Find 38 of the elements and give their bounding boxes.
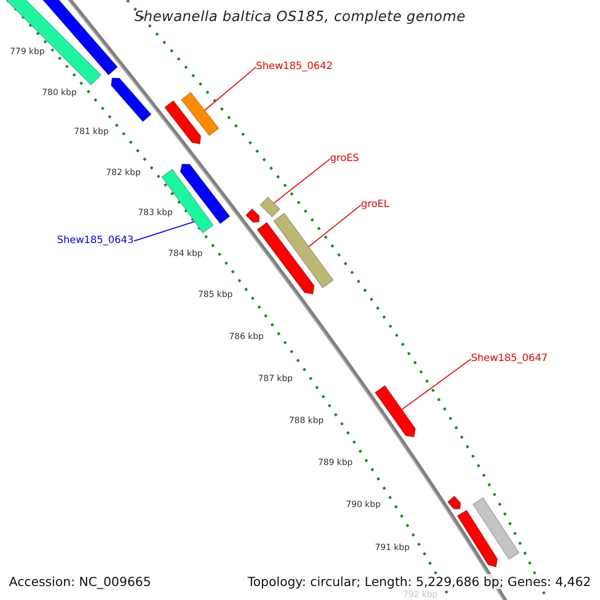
position-label: 787 kbp [258, 374, 293, 384]
gene-bar [260, 196, 280, 218]
gene-bar [110, 78, 152, 122]
map-title: Shewanella baltica OS185, complete genome [133, 9, 467, 25]
position-label: 788 kbp [289, 416, 324, 426]
position-label: 779 kbp [10, 47, 45, 57]
position-label: 781 kbp [74, 127, 109, 137]
gene-bar [180, 164, 230, 224]
gene-bar [273, 212, 334, 288]
gene-label: groES [330, 153, 360, 165]
position-label: 790 kbp [346, 500, 381, 510]
gene-bar [245, 208, 260, 223]
gene-label: Shew185_0647 [471, 353, 548, 365]
position-label: 791 kbp [375, 543, 410, 553]
position-label: 784 kbp [168, 249, 203, 259]
position-label: 789 kbp [318, 458, 353, 468]
gene-bar [256, 222, 315, 294]
gene-bar [472, 497, 520, 560]
position-label: 780 kbp [42, 88, 77, 98]
position-label: 786 kbp [229, 332, 264, 342]
gene-bar [374, 384, 416, 438]
position-label: 785 kbp [198, 290, 233, 300]
gene-bar [164, 100, 202, 144]
leader-line [204, 66, 256, 111]
gene-bar [447, 495, 462, 510]
leader-line [273, 158, 330, 204]
genome-info-text: Topology: circular; Length: 5,229,686 bp; Genes: 4,462 [248, 574, 591, 589]
position-label: 783 kbp [138, 208, 173, 218]
gene-label: Shew185_0643 [57, 235, 134, 247]
gene-bar [180, 92, 220, 136]
position-label: 782 kbp [106, 168, 141, 178]
leader-line [134, 221, 196, 242]
leader-line [401, 358, 472, 410]
accession-text: Accession: NC_009665 [9, 574, 152, 589]
gene-bar [456, 510, 498, 568]
gene-label: groEL [361, 199, 390, 211]
leader-line [308, 204, 362, 248]
gene-label: Shew185_0642 [256, 61, 333, 73]
